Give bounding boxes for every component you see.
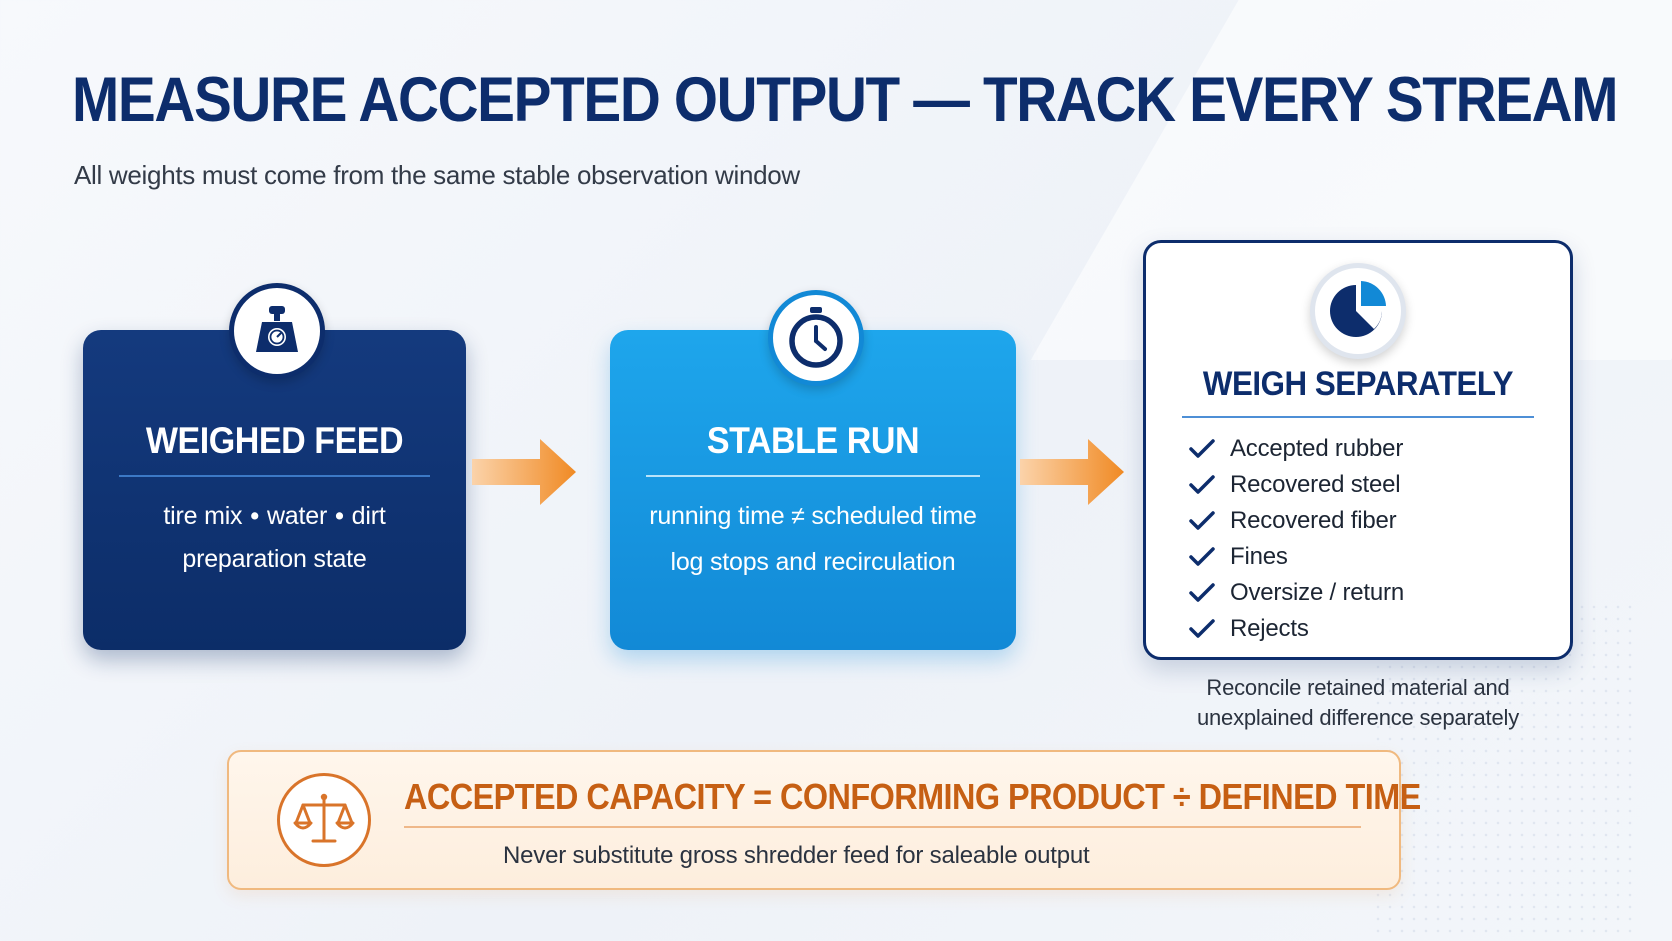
stable-run-line2: log stops and recirculation	[670, 548, 956, 576]
check-icon	[1189, 583, 1215, 602]
weighed-feed-title: WEIGHED FEED	[145, 420, 404, 461]
list-item: Oversize / return	[1188, 575, 1404, 611]
weigh-separately-title: WEIGH SEPARATELY	[1202, 365, 1514, 403]
feed-component: water	[266, 502, 328, 530]
list-item: Rejects	[1188, 611, 1404, 647]
weighed-feed-card: WEIGHED FEED tire mix•water•dirt prepara…	[83, 330, 466, 650]
stable-run-divider	[646, 475, 980, 477]
list-item: Recovered steel	[1188, 467, 1404, 503]
stable-run-line1: running time ≠ scheduled time	[649, 502, 977, 530]
page-subtitle: All weights must come from the same stab…	[74, 160, 800, 190]
weighing-scale-icon	[229, 283, 325, 379]
formula-callout: ACCEPTED CAPACITY = CONFORMING PRODUCT ÷…	[227, 750, 1421, 890]
check-icon	[1189, 511, 1215, 530]
check-icon	[1189, 439, 1215, 458]
check-icon	[1189, 619, 1215, 638]
weigh-separately-divider	[1182, 416, 1534, 418]
bullet-separator: •	[335, 502, 344, 530]
formula-title: ACCEPTED CAPACITY = CONFORMING PRODUCT ÷…	[404, 776, 1421, 817]
pie-chart-icon	[1310, 263, 1406, 359]
weighed-feed-components: tire mix•water•dirt	[83, 502, 466, 531]
weigh-separately-card: WEIGH SEPARATELY Accepted rubber Recover…	[1143, 240, 1573, 660]
weighed-feed-line2: preparation state	[182, 545, 367, 573]
clock-icon	[768, 290, 864, 386]
feed-component: dirt	[351, 502, 386, 530]
feed-component: tire mix	[163, 502, 243, 530]
stable-run-title: STABLE RUN	[706, 420, 920, 461]
output-stream-list: Accepted rubber Recovered steel Recovere…	[1188, 431, 1404, 647]
list-item: Fines	[1188, 539, 1404, 575]
bullet-separator: •	[250, 502, 259, 530]
check-icon	[1189, 547, 1215, 566]
weighed-feed-divider	[119, 475, 430, 477]
balance-scale-icon	[277, 773, 371, 867]
formula-note: Never substitute gross shredder feed for…	[503, 842, 1090, 869]
page-title: MEASURE ACCEPTED OUTPUT — TRACK EVERY ST…	[72, 65, 1618, 135]
reconcile-note: Reconcile retained material and unexplai…	[1196, 675, 1519, 730]
flow-arrow	[472, 439, 576, 505]
formula-divider	[404, 826, 1361, 828]
list-item: Accepted rubber	[1188, 431, 1404, 467]
flow-arrow	[1020, 439, 1124, 505]
list-item: Recovered fiber	[1188, 503, 1404, 539]
check-icon	[1189, 475, 1215, 494]
